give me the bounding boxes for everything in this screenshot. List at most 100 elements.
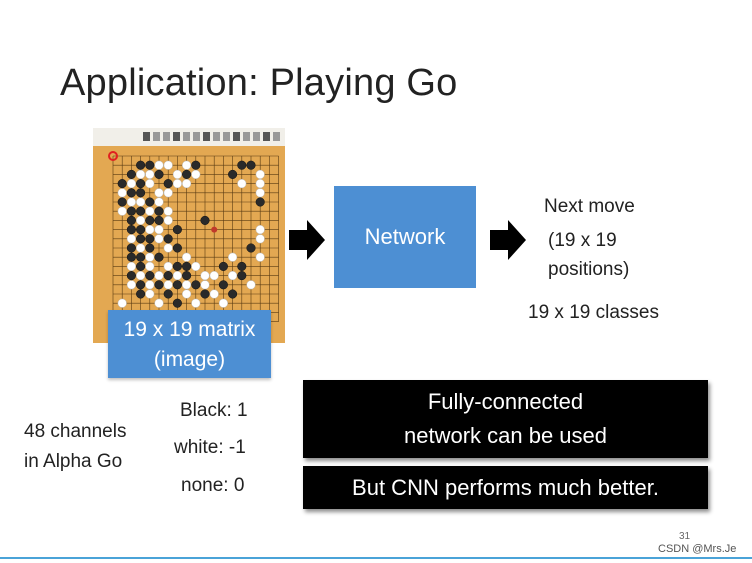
black-stone (136, 225, 146, 235)
white-stone (145, 252, 155, 262)
white-stone (126, 179, 136, 189)
white-stone (145, 179, 155, 189)
white-stone (237, 179, 247, 189)
go-board (93, 128, 285, 343)
black-stone (182, 169, 192, 179)
channels-line1: 48 channels (24, 421, 127, 442)
white-stone (218, 298, 228, 308)
white-stone (255, 179, 265, 189)
black-stone (136, 206, 146, 216)
white-stone (145, 169, 155, 179)
black-stone (218, 280, 228, 290)
black-stone (163, 234, 173, 244)
white-stone (126, 234, 136, 244)
network-label: Network (364, 224, 446, 249)
white-stone (126, 280, 136, 290)
black-stone (154, 280, 164, 290)
arrow-right-icon-2 (490, 220, 526, 260)
black-stone (145, 271, 155, 281)
white-stone (145, 289, 155, 299)
cnn-box: But CNN performs much better. (303, 466, 708, 509)
black-stone (172, 298, 182, 308)
white-stone (163, 215, 173, 225)
next-move-line1: Next move (544, 196, 635, 217)
white-stone (255, 234, 265, 244)
classes-text: 19 x 19 classes (528, 302, 659, 323)
black-value-text: Black: 1 (180, 400, 248, 421)
black-stone (172, 261, 182, 271)
white-stone (209, 289, 219, 299)
white-stone (163, 280, 173, 290)
black-stone (136, 280, 146, 290)
white-stone (154, 225, 164, 235)
black-stone (145, 215, 155, 225)
white-stone (182, 179, 192, 189)
white-stone (200, 280, 210, 290)
white-stone (182, 160, 192, 170)
black-stone (172, 243, 182, 253)
black-stone (126, 243, 136, 253)
white-stone (154, 160, 164, 170)
black-stone (145, 160, 155, 170)
fully-connected-line1: Fully-connected (427, 389, 584, 414)
white-stone (255, 188, 265, 198)
black-stone (218, 261, 228, 271)
last-move-marker (211, 226, 218, 233)
white-stone (209, 271, 219, 281)
bottom-accent-line (0, 557, 752, 559)
slide-title: Application: Playing Go (60, 62, 458, 104)
black-stone (182, 271, 192, 281)
white-stone (145, 280, 155, 290)
white-stone (182, 280, 192, 290)
arrow-right-icon (289, 220, 325, 260)
red-marker-icon (108, 151, 118, 161)
next-move-line3: positions) (548, 259, 630, 280)
black-stone (126, 271, 136, 281)
white-stone (136, 169, 146, 179)
black-stone (237, 261, 247, 271)
white-stone (163, 160, 173, 170)
black-stone (136, 179, 146, 189)
white-stone (117, 206, 127, 216)
white-stone (145, 206, 155, 216)
go-board-image (93, 128, 285, 343)
network-box: Network (334, 186, 476, 288)
black-stone (154, 169, 164, 179)
white-value-text: white: -1 (174, 437, 246, 458)
black-stone (228, 169, 238, 179)
none-value-text: none: 0 (181, 475, 245, 496)
black-stone (228, 289, 238, 299)
white-stone (255, 169, 265, 179)
black-stone (117, 197, 127, 207)
watermark: CSDN @Mrs.Je (658, 543, 737, 555)
black-stone (117, 179, 127, 189)
white-stone (126, 261, 136, 271)
white-stone (154, 234, 164, 244)
black-stone (163, 289, 173, 299)
black-stone (237, 271, 247, 281)
white-stone (255, 252, 265, 262)
white-stone (255, 225, 265, 235)
white-stone (154, 197, 164, 207)
white-stone (246, 280, 256, 290)
black-stone (126, 188, 136, 198)
black-stone (200, 215, 210, 225)
black-stone (237, 160, 247, 170)
black-stone (172, 280, 182, 290)
black-stone (154, 215, 164, 225)
black-stone (246, 243, 256, 253)
white-stone (200, 271, 210, 281)
board-toolbar-icons (143, 132, 280, 141)
fully-connected-line2: network can be used (403, 423, 608, 448)
white-stone (191, 261, 201, 271)
white-stone (191, 298, 201, 308)
black-stone (145, 243, 155, 253)
white-stone (154, 298, 164, 308)
black-stone (145, 234, 155, 244)
black-stone (200, 289, 210, 299)
black-stone (136, 289, 146, 299)
black-stone (126, 169, 136, 179)
white-stone (145, 225, 155, 235)
black-stone (136, 234, 146, 244)
black-stone (145, 197, 155, 207)
